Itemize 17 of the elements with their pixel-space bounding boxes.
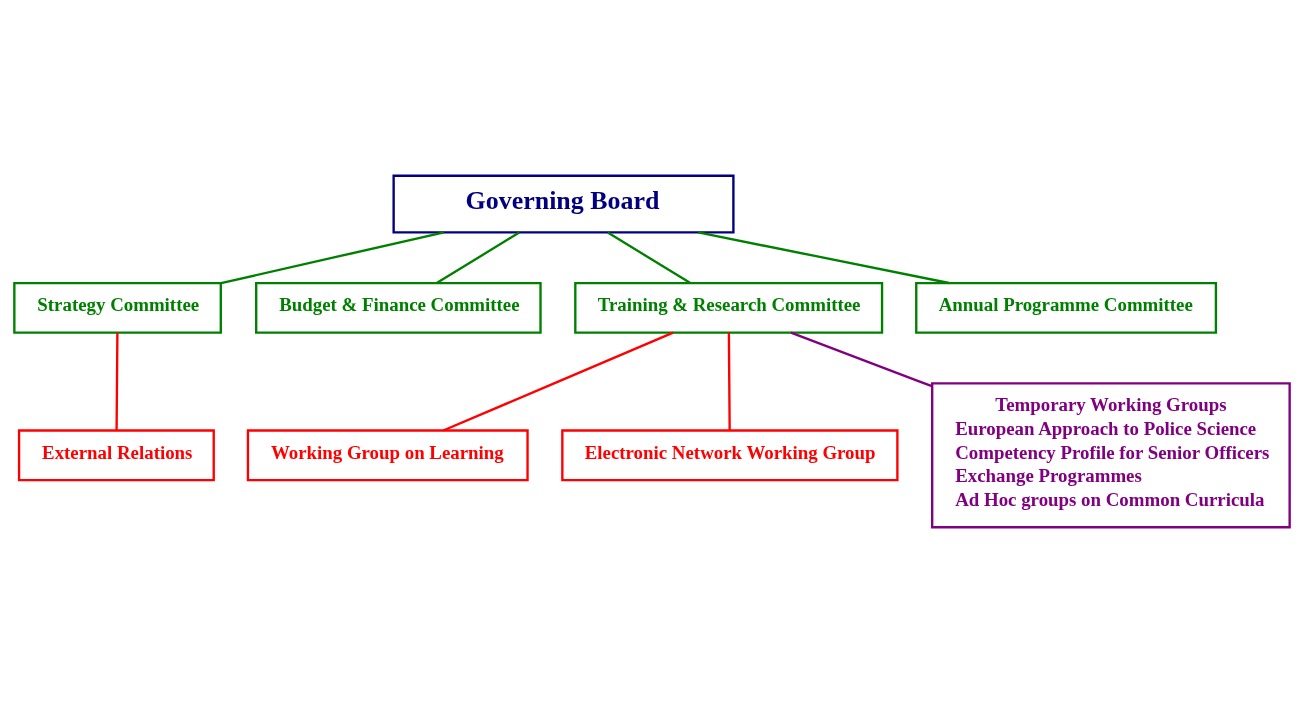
node-box: Annual Programme Committee bbox=[915, 281, 1218, 334]
connector bbox=[697, 230, 950, 284]
connector bbox=[442, 331, 674, 432]
node-box: Governing Board bbox=[392, 174, 735, 234]
connector bbox=[115, 332, 119, 430]
connector bbox=[220, 230, 445, 284]
connector bbox=[727, 332, 731, 430]
node-box: Electronic Network Working Group bbox=[561, 428, 899, 481]
connector bbox=[790, 331, 933, 387]
node-box: Budget & Finance Committee bbox=[255, 281, 542, 334]
connector bbox=[607, 230, 691, 284]
node-box: Temporary Working Groups European Approach to Police Science Competency Profile for Senior Officers Exchange Programmes Ad Hoc groups on Common Curricula bbox=[931, 381, 1291, 528]
node-box: External Relations bbox=[17, 428, 215, 481]
node-box: Working Group on Learning bbox=[246, 428, 529, 481]
node-box: Strategy Committee bbox=[13, 281, 222, 334]
node-box: Training & Research Committee bbox=[574, 281, 884, 334]
connector bbox=[436, 230, 520, 284]
